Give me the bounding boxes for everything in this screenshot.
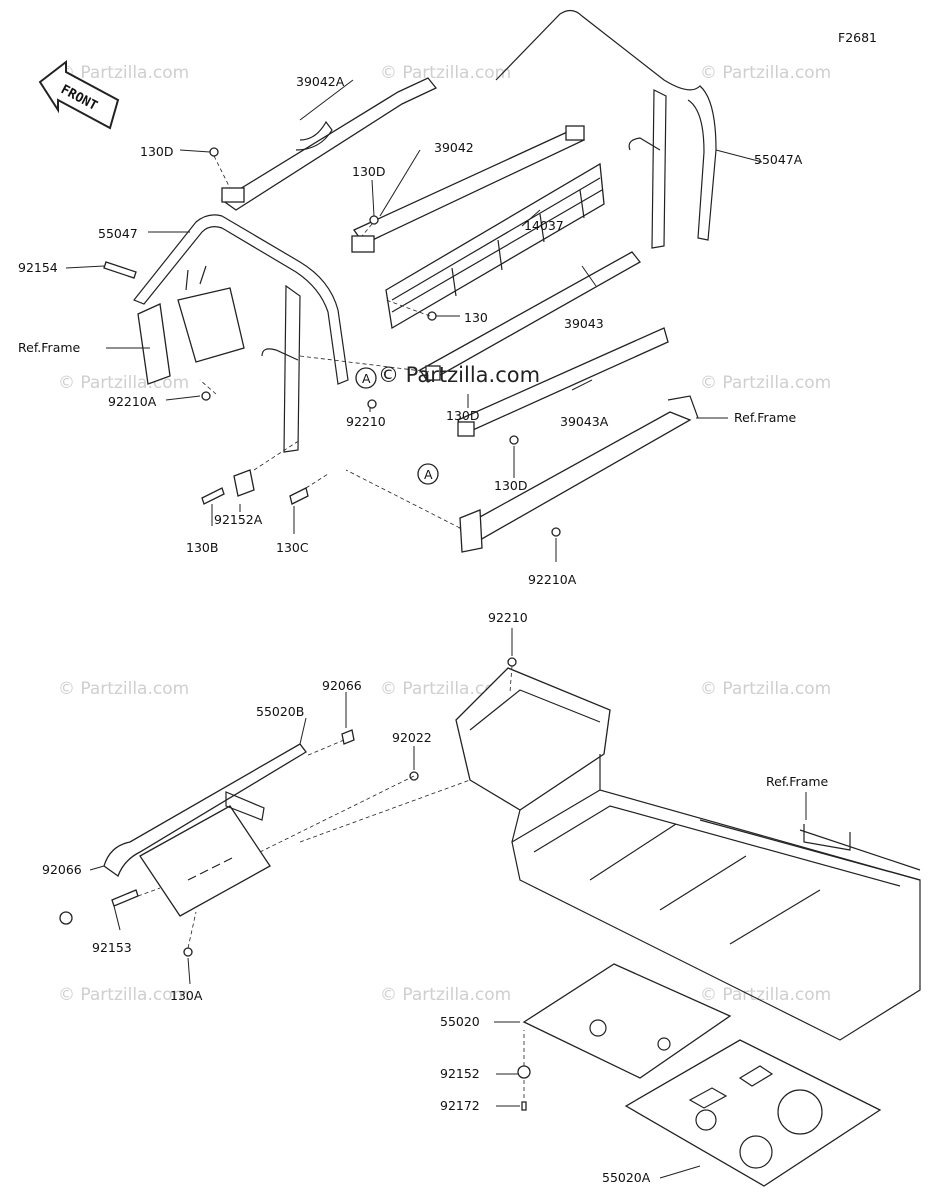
part-labels: 39042A 130D 55047 92154 Ref.Frame 92210A… bbox=[18, 74, 829, 1185]
label-ref-frame: Ref.Frame bbox=[734, 410, 797, 425]
label-92172: 92172 bbox=[440, 1098, 480, 1113]
label-92210: 92210 bbox=[488, 610, 528, 625]
label-92152: 92152 bbox=[440, 1066, 480, 1081]
label-39042: 39042 bbox=[434, 140, 474, 155]
label-130A: 130A bbox=[170, 988, 203, 1003]
label-39043A: 39043A bbox=[560, 414, 609, 429]
watermark: © Partzilla.com bbox=[700, 373, 831, 393]
label-39043: 39043 bbox=[564, 316, 604, 331]
part-55047-front-hoop bbox=[133, 214, 349, 453]
label-92066: 92066 bbox=[322, 678, 362, 693]
watermark: © Partzilla.com bbox=[380, 679, 511, 699]
part-39042A-tube bbox=[220, 77, 438, 211]
label-130D: 130D bbox=[352, 164, 385, 179]
label-55020: 55020 bbox=[440, 1014, 480, 1029]
callout-letter: A bbox=[424, 467, 433, 482]
label-55047A: 55047A bbox=[754, 152, 803, 167]
figure-code: F2681 bbox=[838, 30, 877, 45]
label-92152A: 92152A bbox=[214, 512, 263, 527]
part-39043-tube bbox=[419, 251, 641, 383]
hardware-lower bbox=[59, 657, 531, 1111]
hardware-upper bbox=[103, 147, 561, 537]
watermark-grid: © Partzilla.com © Partzilla.com © Partzi… bbox=[58, 63, 831, 1005]
callout-letter: A bbox=[362, 371, 371, 386]
part-55020-skid-plate bbox=[522, 963, 732, 1079]
callout-a-lower: A bbox=[417, 463, 439, 485]
callout-a-upper: A bbox=[355, 367, 377, 389]
leader-lines bbox=[65, 79, 807, 1179]
label-92022: 92022 bbox=[392, 730, 432, 745]
part-main-chassis bbox=[455, 667, 921, 1041]
part-39042-tube bbox=[351, 125, 585, 253]
guide-lines-lower bbox=[137, 665, 525, 1100]
label-130: 130 bbox=[464, 310, 488, 325]
label-92154: 92154 bbox=[18, 260, 58, 275]
label-92210A: 92210A bbox=[108, 394, 157, 409]
part-55020B-front-guard bbox=[103, 743, 307, 917]
label-55020B: 55020B bbox=[256, 704, 304, 719]
watermark: © Partzilla.com bbox=[380, 985, 511, 1005]
part-39043A-tube bbox=[457, 327, 669, 437]
label-55020A: 55020A bbox=[602, 1170, 651, 1185]
part-55047A-rear-hoop bbox=[495, 9, 717, 249]
watermark: © Partzilla.com bbox=[380, 63, 511, 83]
watermark: © Partzilla.com bbox=[700, 63, 831, 83]
watermark: © Partzilla.com bbox=[58, 985, 189, 1005]
label-92210A: 92210A bbox=[528, 572, 577, 587]
label-92153: 92153 bbox=[92, 940, 132, 955]
label-39042A: 39042A bbox=[296, 74, 345, 89]
label-130D: 130D bbox=[494, 478, 527, 493]
watermark: © Partzilla.com bbox=[700, 679, 831, 699]
label-92066: 92066 bbox=[42, 862, 82, 877]
part-upper-frame-rail bbox=[458, 395, 699, 553]
watermark-main: © Partzilla.com bbox=[378, 363, 540, 387]
label-ref-frame: Ref.Frame bbox=[766, 774, 829, 789]
label-14037: 14037 bbox=[524, 218, 564, 233]
guide-lines-upper bbox=[199, 155, 461, 529]
part-14037-screen bbox=[385, 162, 605, 330]
label-130B: 130B bbox=[186, 540, 218, 555]
label-ref-frame: Ref.Frame bbox=[18, 340, 81, 355]
label-130D: 130D bbox=[140, 144, 173, 159]
part-front-bracket bbox=[137, 265, 245, 385]
part-55020A-skid-plate bbox=[624, 1039, 882, 1187]
label-130D: 130D bbox=[446, 408, 479, 423]
label-130C: 130C bbox=[276, 540, 309, 555]
label-55047: 55047 bbox=[98, 226, 138, 241]
watermark: © Partzilla.com bbox=[58, 679, 189, 699]
watermark: © Partzilla.com bbox=[58, 63, 189, 83]
label-92210: 92210 bbox=[346, 414, 386, 429]
watermark: © Partzilla.com bbox=[700, 985, 831, 1005]
